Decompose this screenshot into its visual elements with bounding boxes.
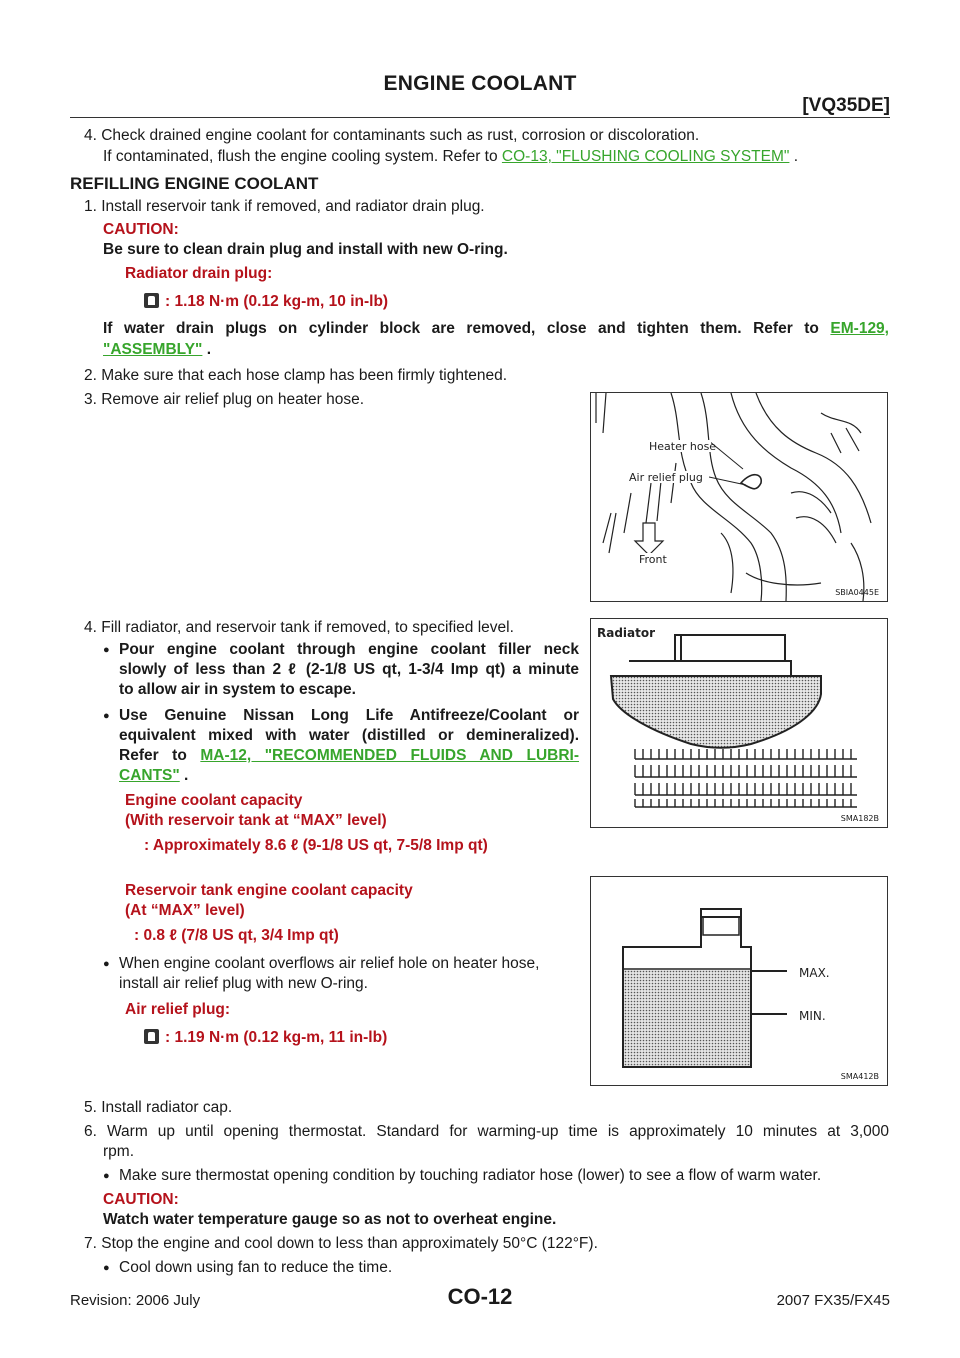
page-number: CO-12 [447,1284,513,1309]
air-relief-plug-spec: : 1.19 N·m (0.12 kg-m, 11 in-lb) [144,1028,387,1048]
step-4-bullet-2-line-2: equivalent mixed with water (distilled o… [119,727,579,744]
flush-note-end: . [789,148,799,165]
heater-hose-label: Heater hose [649,440,716,453]
heater-hose-illustration: Heater hose Air relief plug Front [595,393,872,601]
radiator-figure: Radiator SMA182B [590,618,888,828]
figure-1-id: SBIA0445E [835,588,879,597]
step-1-text: 1. Install reservoir tank if removed, an… [84,198,485,215]
overflow-note-line-1: When engine coolant overflows air relief… [119,955,540,972]
cylinder-block-note: If water drain plugs on cylinder block a… [103,319,889,339]
radiator-label: Radiator [597,626,655,640]
caution-label-1: CAUTION: [103,221,179,238]
radiator-fins-icon [634,749,857,808]
step-4-bullet-1-line-2: slowly of less than 2 ℓ (2-1/8 US qt, 1-… [119,661,579,678]
step-5-text: 5. Install radiator cap. [84,1099,233,1116]
section-heading: REFILLING ENGINE COOLANT [70,174,319,193]
cylinder-block-note-text: If water drain plugs on cylinder block a… [103,320,831,337]
torque-wrench-icon [144,1029,159,1044]
bullet-icon: ● [103,644,110,656]
engine-coolant-capacity-sublabel: (With reservoir tank at “MAX” level) [125,812,387,829]
refer-to-text: Refer to [119,747,201,764]
front-label: Front [639,553,668,566]
flush-cooling-link[interactable]: CO-13, "FLUSHING COOLING SYSTEM" [501,148,790,165]
radiator-drain-plug-value: : 1.18 N·m (0.12 kg-m, 10 in-lb) [165,293,389,310]
reservoir-tank-illustration: MAX. MIN. [622,908,830,1068]
radiator-drain-plug-spec: : 1.18 N·m (0.12 kg-m, 10 in-lb) [144,292,388,312]
engine-code: [VQ35DE] [802,95,890,116]
engine-coolant-capacity-label: Engine coolant capacity [125,792,303,809]
caution-text-2: Watch water temperature gauge so as not … [103,1211,557,1228]
step-4-text: 4. Fill radiator, and reservoir tank if … [84,619,514,636]
engine-coolant-capacity-value: : Approximately 8.6 ℓ (9-1/8 US qt, 7-5/… [144,837,488,854]
bullet-icon: ● [103,1170,110,1182]
lubricants-link[interactable]: CANTS" [119,767,180,784]
caution-text-1: Be sure to clean drain plug and install … [103,241,508,258]
reservoir-capacity-value: : 0.8 ℓ (7/8 US qt, 3/4 Imp qt) [134,927,339,944]
figure-3-id: SMA412B [840,1072,879,1081]
step-3-text: 3. Remove air relief plug on heater hose… [84,391,365,408]
cylinder-block-note-2: "ASSEMBLY" . [103,340,211,360]
air-relief-plug-spec-label: Air relief plug: [125,1001,231,1018]
reservoir-capacity-label: Reservoir tank engine coolant capacity [125,882,413,899]
overflow-note-line-2: install air relief plug with new O-ring. [119,975,368,992]
revision-date: Revision: 2006 July [70,1292,201,1309]
bullet-icon: ● [103,958,110,970]
step-2-text: 2. Make sure that each hose clamp has be… [84,367,508,384]
air-relief-plug-value: : 1.19 N·m (0.12 kg-m, 11 in-lb) [165,1029,388,1046]
step-4-bullet-2-line-4: CANTS" . [119,766,188,786]
cylinder-block-note-end: . [202,341,212,358]
flush-note-text: If contaminated, flush the engine coolin… [103,148,502,165]
ma-12-link[interactable]: MA-12, "RECOMMENDED FLUIDS AND LUBRI- [200,747,580,764]
min-label: MIN. [799,1009,826,1023]
lubricants-end: . [179,767,189,784]
step-4-bullet-2-line-3: Refer to MA-12, "RECOMMENDED FLUIDS AND … [119,746,579,766]
step-4-bullet-1-line-1: Pour engine coolant through engine coola… [119,641,579,658]
step-6-line-2: rpm. [103,1143,134,1160]
caution-label-2: CAUTION: [103,1191,179,1208]
bullet-icon: ● [103,1262,110,1274]
step-4-bullet-1-line-3: to allow air in system to escape. [119,681,356,698]
step-4-bullet-2-line-1: Use Genuine Nissan Long Life Antifreeze/… [119,707,579,724]
radiator-drain-plug-label: Radiator drain plug: [125,265,273,282]
bullet-icon: ● [103,710,110,722]
step-6-line-1: 6. Warm up until opening thermostat. Sta… [84,1123,889,1140]
page-title: ENGINE COOLANT [383,72,577,95]
assembly-link[interactable]: "ASSEMBLY" [103,341,203,358]
reservoir-tank-figure: MAX. MIN. SMA412B [590,876,888,1086]
figure-2-id: SMA182B [840,814,879,823]
max-label: MAX. [799,966,830,980]
air-relief-plug-label: Air relief plug [629,471,703,484]
step-4-drain-check: 4. Check drained engine coolant for cont… [84,127,700,144]
reservoir-capacity-sublabel: (At “MAX” level) [125,902,245,919]
step-4-flush-note: If contaminated, flush the engine coolin… [103,147,798,167]
cool-down-note: Cool down using fan to reduce the time. [119,1259,393,1276]
torque-wrench-icon [144,293,159,308]
thermostat-check-note: Make sure thermostat opening condition b… [119,1167,822,1184]
radiator-illustration: Radiator [597,626,857,808]
heater-hose-figure: Heater hose Air relief plug Front SBIA04… [590,392,888,602]
step-7-text: 7. Stop the engine and cool down to less… [84,1235,598,1252]
em-129-link[interactable]: EM-129, [830,320,889,337]
vehicle-model: 2007 FX35/FX45 [776,1292,890,1309]
header-rule [70,117,890,118]
